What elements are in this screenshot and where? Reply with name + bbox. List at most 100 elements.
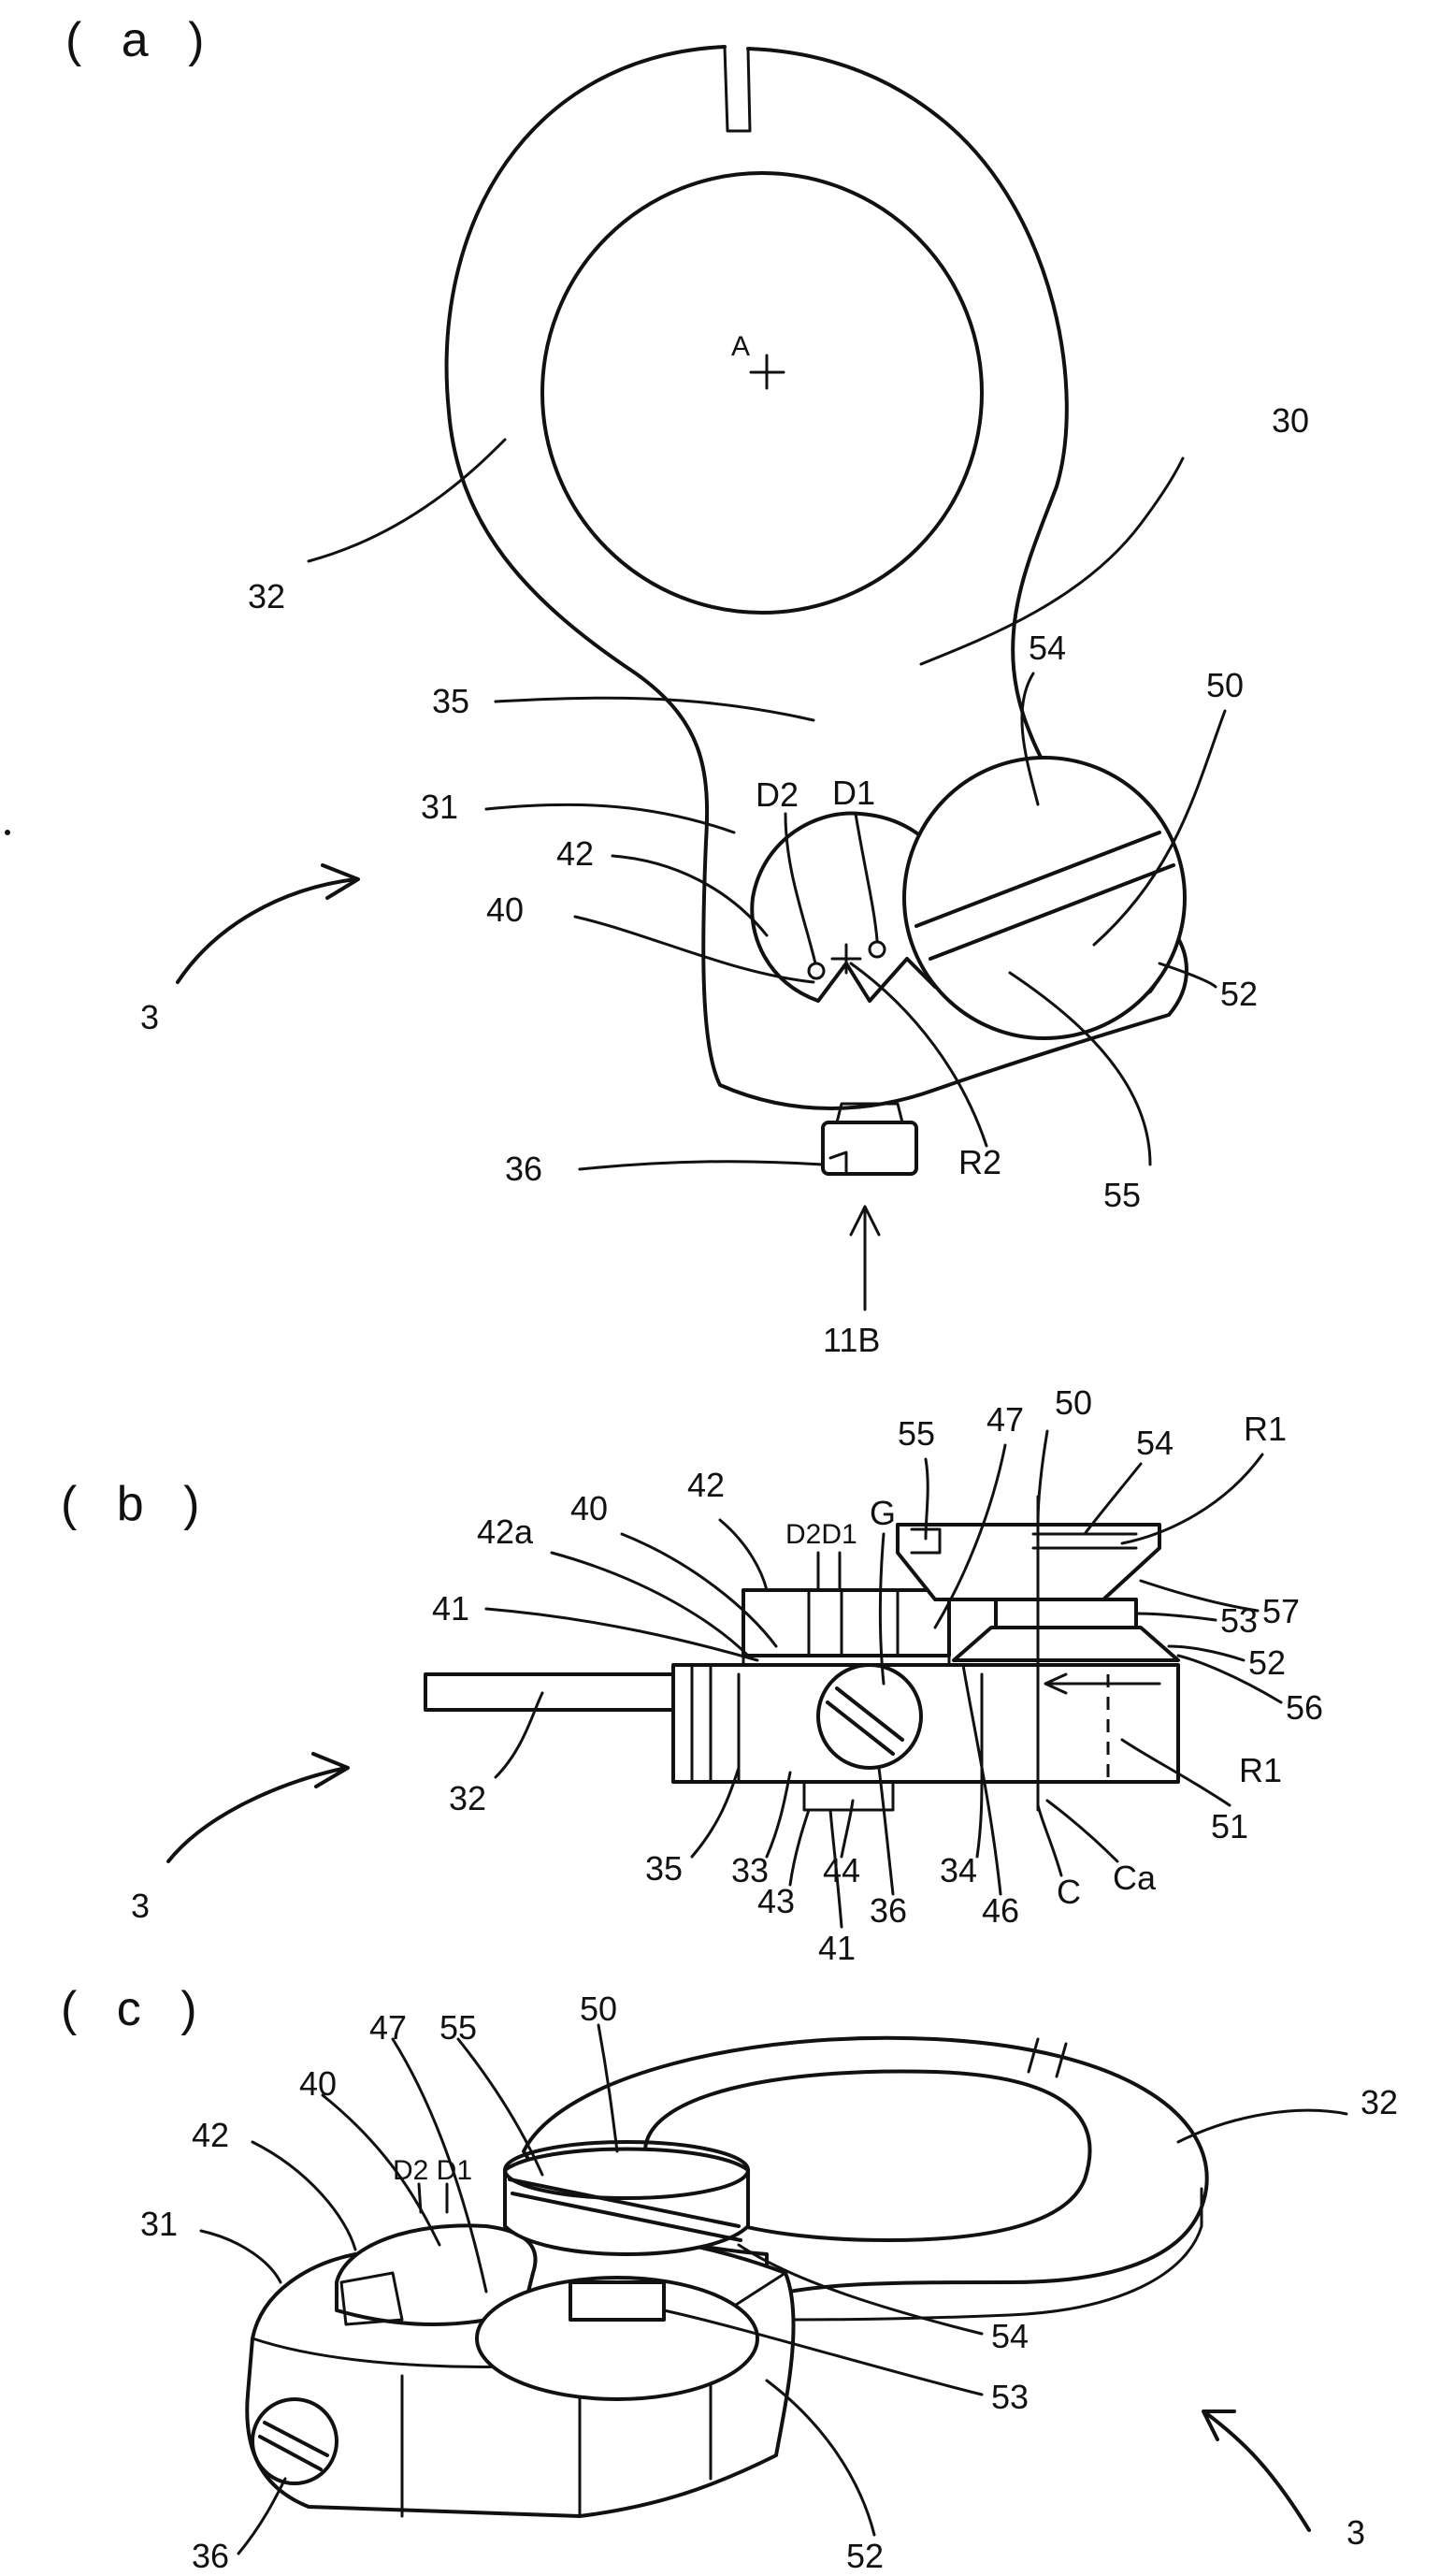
label-b-42: 42 bbox=[687, 1466, 725, 1504]
leader-c-31 bbox=[201, 2231, 281, 2282]
label-b-r1top: R1 bbox=[1244, 1410, 1287, 1448]
leader-a-36 bbox=[580, 1162, 823, 1169]
center-cross-a bbox=[751, 355, 784, 388]
label-b-40: 40 bbox=[570, 1489, 608, 1527]
marker-d1 bbox=[870, 942, 885, 957]
label-b-35: 35 bbox=[645, 1849, 683, 1888]
label-c-36: 36 bbox=[192, 2537, 229, 2575]
washer-52-b bbox=[954, 1628, 1178, 1660]
label-c-55: 55 bbox=[439, 2008, 477, 2047]
panel-a-label: ( a ) bbox=[65, 13, 217, 67]
leader-a-31 bbox=[486, 804, 734, 832]
marker-d2 bbox=[809, 963, 824, 978]
ring-bore bbox=[542, 173, 982, 613]
label-c-3: 3 bbox=[1346, 2513, 1365, 2552]
leader-b-52 bbox=[1169, 1646, 1244, 1660]
leader-b-34 bbox=[977, 1777, 982, 1857]
assembly-arrow-3-c bbox=[1203, 2411, 1309, 2530]
label-a-50: 50 bbox=[1206, 666, 1244, 704]
label-a-35: 35 bbox=[432, 682, 469, 720]
assembly-arrow-3-a bbox=[178, 865, 358, 982]
label-b-41top: 41 bbox=[432, 1589, 469, 1628]
leader-a-42 bbox=[612, 856, 767, 935]
label-b-53: 53 bbox=[1220, 1601, 1258, 1640]
label-b-56: 56 bbox=[1286, 1688, 1323, 1727]
view-arrow-11b bbox=[851, 1207, 879, 1310]
label-b-r1: R1 bbox=[1239, 1751, 1282, 1789]
leader-b-43 bbox=[790, 1810, 809, 1885]
leader-b-d2d1 bbox=[818, 1553, 840, 1590]
label-a-11b: 11B bbox=[823, 1321, 880, 1359]
label-b-34: 34 bbox=[940, 1851, 977, 1889]
label-b-50: 50 bbox=[1055, 1383, 1092, 1422]
leader-a-35 bbox=[496, 698, 814, 720]
label-a-center: A bbox=[731, 331, 750, 362]
panel-b-label: ( b ) bbox=[61, 1477, 212, 1531]
neck-53-b bbox=[996, 1599, 1136, 1628]
label-a-30: 30 bbox=[1272, 401, 1309, 440]
leader-c-32 bbox=[1178, 2110, 1346, 2142]
label-c-32: 32 bbox=[1361, 2083, 1398, 2121]
label-a-54: 54 bbox=[1029, 629, 1066, 667]
label-c-54: 54 bbox=[991, 2317, 1029, 2355]
label-a-31: 31 bbox=[421, 788, 458, 826]
label-b-43: 43 bbox=[757, 1882, 795, 1920]
label-b-46: 46 bbox=[982, 1891, 1019, 1930]
label-c-d2d1: D2 D1 bbox=[393, 2155, 472, 2186]
label-c-40: 40 bbox=[299, 2064, 337, 2103]
label-a-r2: R2 bbox=[958, 1143, 1001, 1181]
label-b-d2d1: D2D1 bbox=[785, 1519, 857, 1550]
panel-a: ( a ) A 11B 3 bbox=[65, 13, 1309, 1359]
label-c-31: 31 bbox=[140, 2205, 178, 2243]
label-b-42a: 42a bbox=[477, 1512, 534, 1551]
bottom-nub-43 bbox=[804, 1782, 893, 1810]
label-b-ca: Ca bbox=[1113, 1859, 1157, 1897]
label-c-53: 53 bbox=[991, 2378, 1029, 2416]
set-screw-36-a bbox=[823, 1122, 916, 1174]
label-b-g: G bbox=[870, 1494, 896, 1532]
label-c-52: 52 bbox=[846, 2537, 884, 2575]
scan-dot bbox=[5, 830, 10, 835]
label-a-3: 3 bbox=[140, 998, 159, 1036]
label-a-55: 55 bbox=[1103, 1176, 1141, 1214]
label-a-d2: D2 bbox=[756, 775, 799, 814]
leader-b-50 bbox=[1038, 1431, 1047, 1525]
screw-head-54-b bbox=[898, 1525, 1159, 1599]
label-b-55: 55 bbox=[898, 1414, 935, 1453]
label-a-32: 32 bbox=[248, 577, 285, 615]
label-b-3: 3 bbox=[131, 1887, 150, 1925]
label-b-41: 41 bbox=[818, 1929, 856, 1967]
leader-b-c bbox=[1038, 1805, 1061, 1875]
leader-c-42 bbox=[252, 2142, 355, 2250]
leader-c-d2d1 bbox=[419, 2184, 447, 2212]
panel-c-label: ( c ) bbox=[61, 1982, 210, 2036]
leader-b-41top bbox=[486, 1609, 757, 1660]
leader-a-d1 bbox=[856, 814, 877, 940]
leader-b-36 bbox=[879, 1768, 893, 1894]
arm-32-b bbox=[425, 1674, 678, 1710]
label-b-36: 36 bbox=[870, 1891, 907, 1930]
neck-53-c bbox=[570, 2282, 664, 2320]
label-c-47: 47 bbox=[369, 2008, 407, 2047]
label-a-d1: D1 bbox=[832, 774, 875, 812]
leader-a-32 bbox=[309, 440, 505, 561]
label-b-51: 51 bbox=[1211, 1807, 1248, 1845]
label-c-42: 42 bbox=[192, 2116, 229, 2154]
label-b-52: 52 bbox=[1248, 1643, 1286, 1682]
assembly-arrow-3-b bbox=[168, 1754, 348, 1861]
ring-slit bbox=[725, 47, 750, 131]
leader-b-ca bbox=[1047, 1801, 1117, 1861]
label-a-40: 40 bbox=[486, 890, 524, 929]
leader-c-36 bbox=[238, 2479, 285, 2554]
label-b-57: 57 bbox=[1262, 1592, 1300, 1630]
leader-b-42 bbox=[720, 1520, 767, 1590]
label-a-52: 52 bbox=[1220, 975, 1258, 1013]
label-b-54: 54 bbox=[1136, 1424, 1174, 1462]
leader-b-42a bbox=[552, 1553, 748, 1656]
label-b-44: 44 bbox=[823, 1851, 860, 1889]
label-a-36: 36 bbox=[505, 1150, 542, 1188]
panel-c: ( c ) 3 4 bbox=[61, 1982, 1398, 2575]
leader-b-33 bbox=[767, 1773, 790, 1857]
